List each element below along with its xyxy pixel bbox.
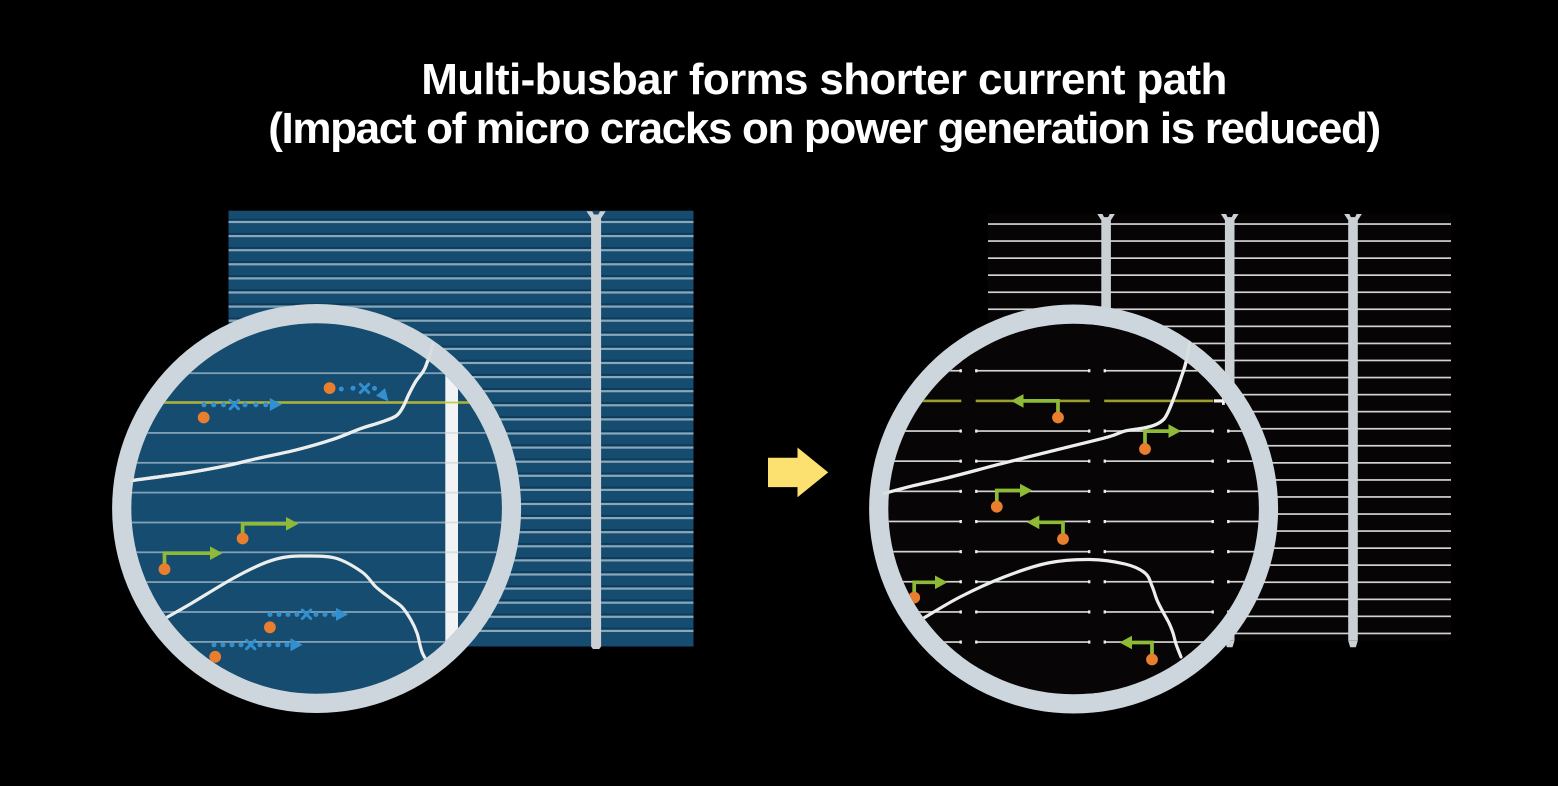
- svg-text:Multi-busbar forms shorter cur: Multi-busbar forms shorter current path: [421, 55, 1226, 104]
- svg-text:(Impact of micro cracks on pow: (Impact of micro cracks on power generat…: [268, 104, 1380, 153]
